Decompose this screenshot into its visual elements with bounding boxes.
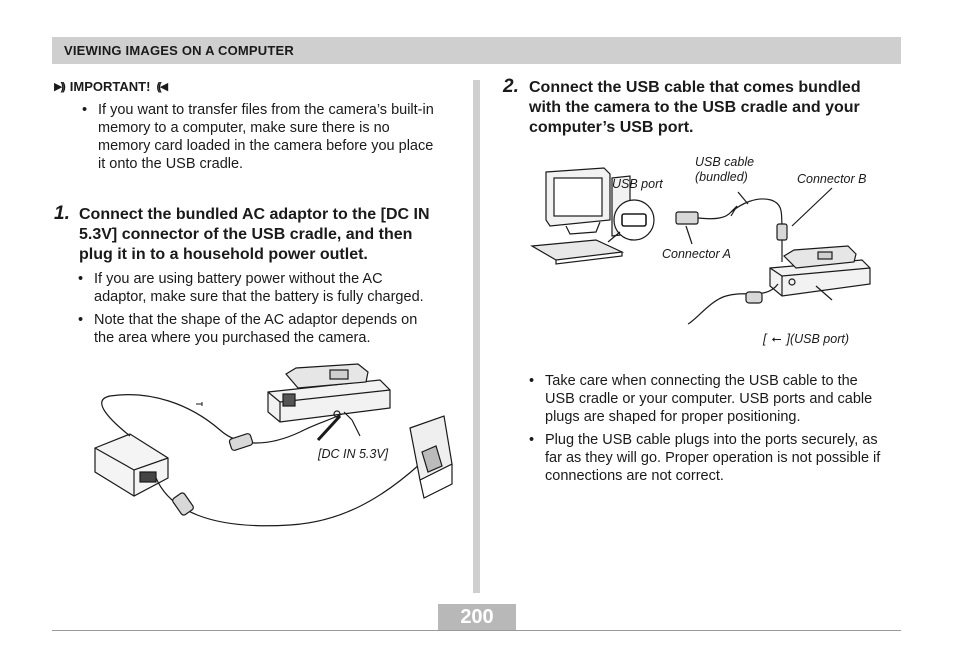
step-2-bullet: • Plug the USB cable plugs into the port…: [529, 432, 881, 484]
step-2-number: 2.: [503, 76, 519, 97]
usb-cable-label: USB cable (bundled): [695, 155, 755, 184]
page-number-box: 200: [438, 604, 516, 631]
step-2-line: computer’s USB port.: [529, 119, 694, 136]
section-header-bar: VIEWING IMAGES ON A COMPUTER: [52, 37, 901, 64]
step-1-line: 5.3V] connector of the USB cradle, and t…: [79, 226, 413, 243]
connector-a-label: Connector A: [662, 247, 732, 261]
step-1-line: plug it in to a household power outlet.: [79, 246, 368, 263]
usb-connection-illustration: [530, 167, 871, 325]
step-2-line: Connect the USB cable that comes bundled: [529, 79, 861, 96]
bullet-line: If you are using battery power without t…: [94, 271, 383, 287]
section-title: VIEWING IMAGES ON A COMPUTER: [64, 43, 294, 58]
step-1-instruction: Connect the bundled AC adaptor to the [D…: [79, 205, 430, 265]
important-label: IMPORTANT!: [69, 79, 151, 94]
speaker-arrows-left-icon: ((◀: [156, 81, 168, 93]
bullet-line: far as they will go. Proper operation is…: [545, 450, 881, 466]
step-1-number: 1.: [54, 203, 70, 224]
bullet-line: Note that the shape of the AC adaptor de…: [94, 312, 418, 328]
important-line: memory card loaded in the camera before …: [98, 138, 434, 154]
usb-port-label: USB port: [612, 177, 663, 191]
important-bullet: • If you want to transfer files from the…: [82, 102, 434, 172]
important-line: it onto the USB cradle.: [98, 156, 244, 172]
important-line: memory to a computer, make sure there is…: [98, 120, 390, 136]
step-2-line: with the camera to the USB cradle and yo…: [529, 99, 860, 116]
step-1-bullet: • Note that the shape of the AC adaptor …: [78, 312, 418, 346]
ac-adaptor-illustration: [94, 363, 453, 527]
important-heading: ▶)) IMPORTANT! ((◀: [54, 79, 168, 94]
bullet-line: connections are not correct.: [545, 468, 724, 484]
bullet-line: adaptor, make sure that the battery is f…: [94, 289, 424, 305]
column-divider: [473, 80, 480, 593]
step-2-bullet: • Take care when connecting the USB cabl…: [529, 373, 873, 425]
speaker-arrows-right-icon: ▶)): [54, 81, 66, 93]
bullet-line: the area where you purchased the camera.: [94, 330, 371, 346]
usb-symbol-icon: ⭠: [771, 332, 782, 346]
bullet-line: USB cradle or your computer. USB ports a…: [545, 391, 873, 407]
step-1-bullet: • If you are using battery power without…: [78, 271, 424, 305]
page-number: 200: [460, 606, 494, 628]
bullet-line: plugs are shaped for proper positioning.: [545, 409, 801, 425]
footer-rule: [52, 630, 901, 631]
step-2-instruction: Connect the USB cable that comes bundled…: [529, 78, 861, 138]
usb-port-cradle-label: [⭠](USB port): [763, 332, 849, 346]
dc-in-label: [DC IN 5.3V]: [318, 447, 389, 461]
step-1-line: Connect the bundled AC adaptor to the [D…: [79, 206, 430, 223]
bullet-line: Plug the USB cable plugs into the ports …: [545, 432, 878, 448]
important-line: If you want to transfer files from the c…: [98, 102, 434, 118]
connector-b-label: Connector B: [797, 172, 867, 186]
bullet-line: Take care when connecting the USB cable …: [545, 373, 858, 389]
